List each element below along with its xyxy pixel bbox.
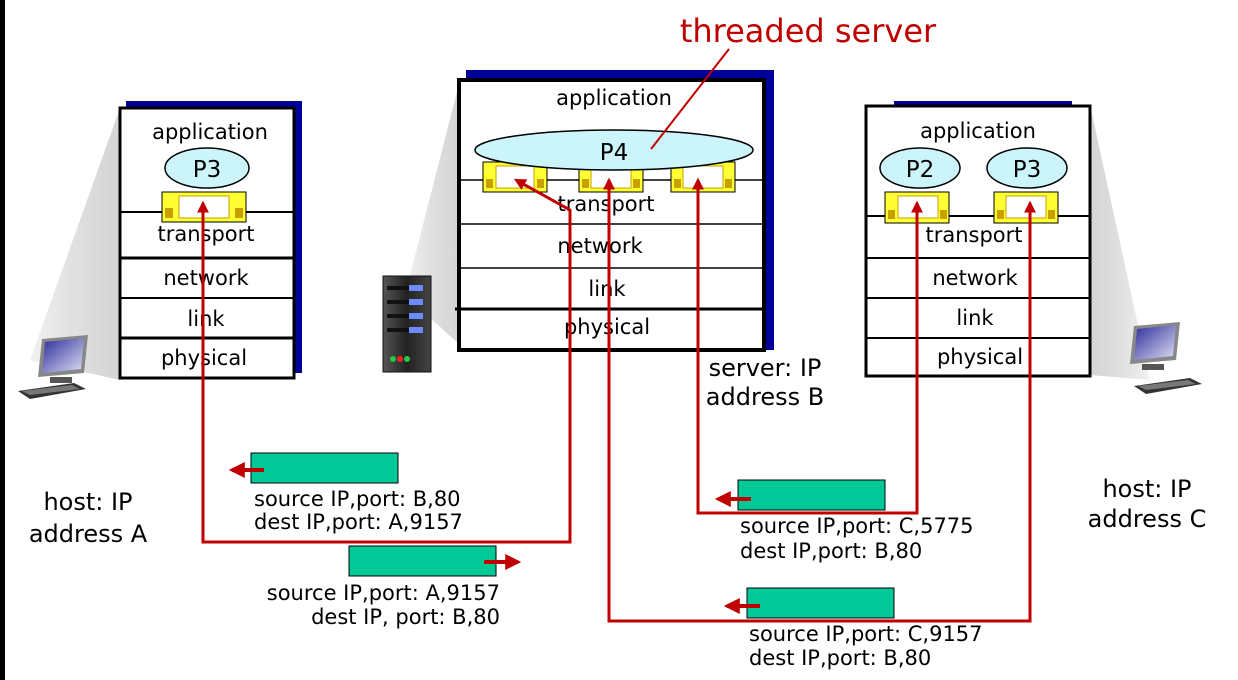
segment-dest: dest IP,port: B,80 [749,646,931,670]
segment-source: source IP,port: C,9157 [749,622,983,646]
desktop-computer-icon [1130,322,1202,394]
segment-source: source IP,port: C,5775 [740,514,974,538]
threaded-server-pointer [650,48,730,150]
layer-network: network [932,266,1018,290]
process-label: P3 [1013,157,1042,183]
process-p2 [879,147,961,189]
layer-application: application [152,120,268,144]
layer-physical: physical [564,315,650,339]
desktop-computer-icon [18,335,88,399]
path-c9157-to-server [603,177,1032,623]
layer-network: network [557,234,643,258]
server-label-line2: address B [706,383,824,411]
layer-network: network [163,266,249,290]
segment-dest: dest IP, port: B,80 [311,605,500,629]
host-a-stack: application transport network link physi… [118,101,302,380]
host-c-stack: application transport network link physi… [864,101,1092,378]
server-tower-icon [382,275,432,373]
layer-physical: physical [937,345,1023,369]
host-c-beam [1090,105,1150,380]
layer-transport: transport [157,222,254,246]
host-c-label-line1: host: IP [1102,475,1191,503]
process-p3-a [164,147,250,189]
title-threaded-server: threaded server [680,12,937,50]
segment-dest: dest IP,port: B,80 [740,539,922,563]
process-label: P2 [906,157,935,183]
process-p4 [474,129,754,171]
process-p3-c [986,147,1068,189]
host-a-beam [30,108,120,380]
segment-b80-to-a9157: source IP,port: B,80 dest IP,port: A,915… [228,452,463,534]
process-label: P4 [600,140,629,166]
server-label-line1: server: IP [709,354,822,382]
path-c5775-to-server [692,177,919,515]
path-a-to-server [201,178,572,544]
layer-link: link [588,277,626,301]
layer-application: application [920,119,1036,143]
segment-source: source IP,port: A,9157 [267,581,500,605]
process-label: P3 [193,157,222,183]
socket [993,191,1059,224]
segment-a9157-to-b80: source IP,port: A,9157 dest IP, port: B,… [267,545,522,629]
host-a-label-line2: address A [29,520,148,548]
host-c-label-line2: address C [1088,505,1207,533]
segment-source: source IP,port: B,80 [254,487,461,511]
connection-paths [197,48,1036,623]
segment-c5775-to-b80: source IP,port: C,5775 dest IP,port: B,8… [714,479,974,563]
left-border [0,0,5,680]
segment-dest: dest IP,port: A,9157 [254,510,463,534]
segment-c9157-to-b80: source IP,port: C,9157 dest IP,port: B,8… [723,587,983,670]
layer-transport: transport [925,223,1022,247]
layer-link: link [956,306,994,330]
server-stack: application transport network link physi… [455,70,774,352]
layer-transport: transport [557,192,654,216]
host-a-label-line1: host: IP [43,488,132,516]
layer-application: application [556,86,672,110]
layer-link: link [187,307,225,331]
